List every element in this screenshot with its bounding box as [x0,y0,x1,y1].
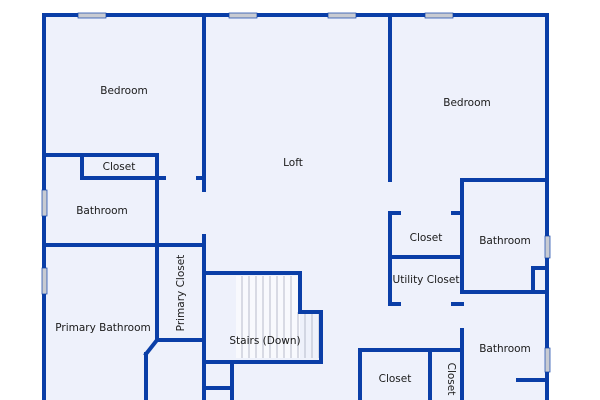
room-label-closet-e: Closet [410,232,443,244]
room-label-bathroom-e: Bathroom [479,235,531,247]
window [41,267,48,295]
window [77,12,107,19]
room-label-closet-nw: Closet [103,161,136,173]
window [327,12,357,19]
stair-well [236,276,300,358]
window [544,235,551,259]
room-label-utility-closet: Utility Closet [393,274,460,286]
room-label-closet-s-narrow: Closet [445,363,457,396]
window [544,347,551,373]
windows [41,12,551,373]
room-label-stairs: Stairs (Down) [229,335,300,347]
room-label-loft: Loft [283,157,303,169]
window [424,12,454,19]
room-label-primary-bathroom: Primary Bathroom [55,322,150,334]
openings [166,175,451,307]
window [41,189,48,217]
room-label-bathroom-se: Bathroom [479,343,531,355]
room-label-closet-s: Closet [379,373,412,385]
room-labels: Bedroom Loft Bedroom Closet Bathroom Pri… [55,85,531,395]
room-label-primary-closet: Primary Closet [175,255,187,332]
room-label-bedroom-nw: Bedroom [100,85,148,97]
room-label-bedroom-ne: Bedroom [443,97,491,109]
room-label-bathroom-w: Bathroom [76,205,128,217]
window [228,12,258,19]
